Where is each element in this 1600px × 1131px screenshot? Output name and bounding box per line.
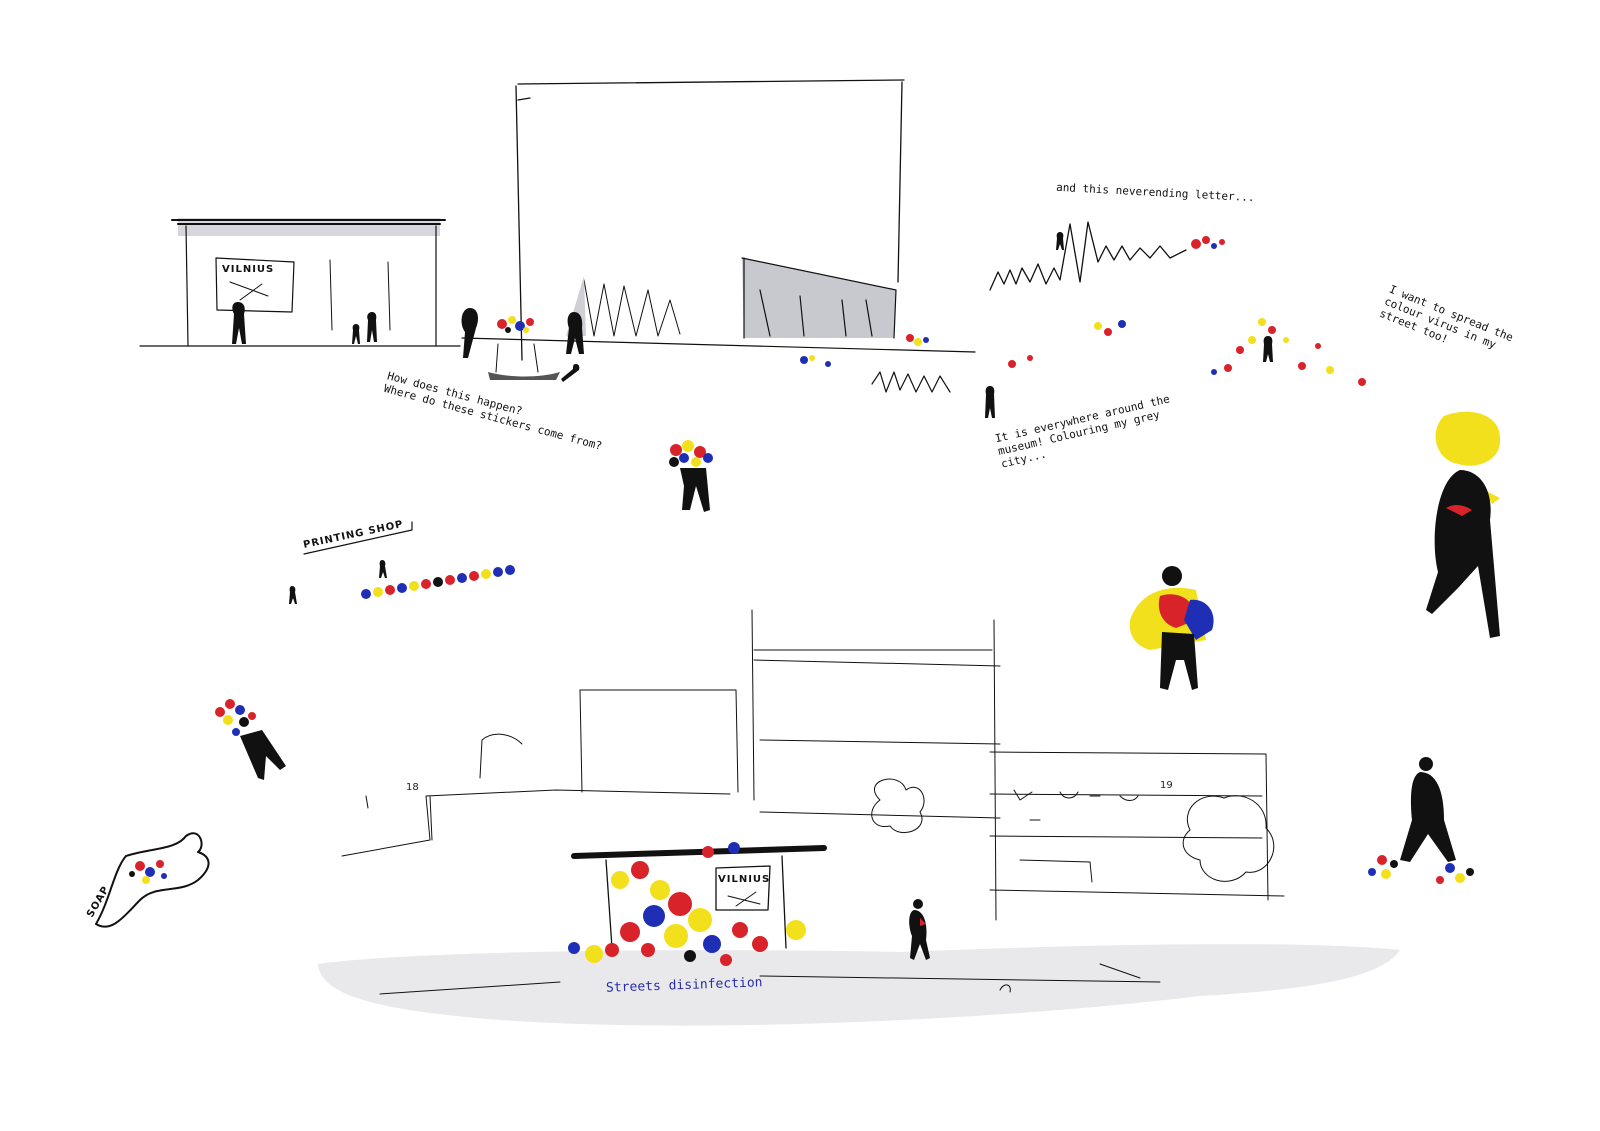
street-ground [318,944,1400,1026]
bottom-kiosk: VILNIUS [568,842,827,966]
soap-label: SOAP [85,884,112,919]
soap-blob: SOAP [85,832,210,928]
building-number-18: 18 [406,782,419,793]
figure-flying-left [215,699,286,780]
vilnius-sign-top: VILNIUS [222,264,274,275]
figure-yellow-head [1426,411,1501,638]
figure-colourful-seated [1129,566,1214,690]
museum-frame [461,79,976,382]
top-pavilion: VILNIUS [139,218,461,347]
figure-carrying-stickers [669,440,713,512]
building-number-19: 19 [1160,780,1173,791]
printing-shop-group: PRINTING SHOP [289,519,515,604]
scattered-stickers-right [1008,318,1366,386]
figure-street [909,899,930,960]
sticker-cluster-frame [497,316,929,367]
vilnius-sign-bottom: VILNIUS [718,874,770,885]
neverending-letter-scribble [871,221,1225,418]
lower-street-buildings: 18 19 [341,609,1285,921]
figure-bottom-right [1368,757,1474,884]
